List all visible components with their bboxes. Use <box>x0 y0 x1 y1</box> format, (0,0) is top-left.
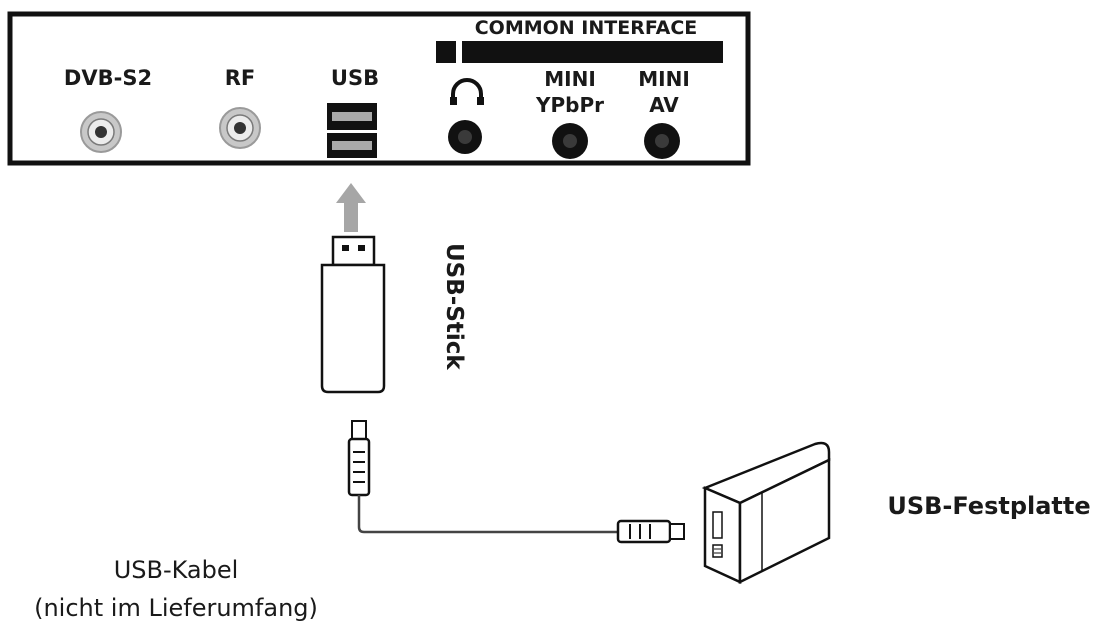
common-interface-label: COMMON INTERFACE <box>475 17 698 39</box>
dvb-s2-port <box>80 111 122 153</box>
headphone-icon <box>450 78 484 105</box>
dvb-s2-label: DVB-S2 <box>64 66 152 90</box>
mini-av-label-line2: AV <box>649 93 679 117</box>
usb-stick-label: USB-Stick <box>441 243 467 370</box>
ci-slot-marker <box>436 41 456 63</box>
mini-ypbpr-label-line1: MINI <box>544 67 596 91</box>
mini-ypbpr-jack <box>552 123 588 159</box>
rf-label: RF <box>225 66 256 90</box>
mini-av-label-line1: MINI <box>638 67 690 91</box>
usb-cable-label-line1: USB-Kabel <box>114 556 239 584</box>
usb-stick-illustration <box>320 235 386 394</box>
tv-rear-panel <box>7 11 751 166</box>
usb-hdd-label: USB-Festplatte <box>887 492 1090 520</box>
usb-port-label: USB <box>331 66 379 90</box>
usb-cable-illustration <box>347 420 685 544</box>
mini-ypbpr-label-line2: YPbPr <box>535 93 604 117</box>
usb-port <box>327 103 377 158</box>
mini-av-jack <box>644 123 680 159</box>
insert-arrow-icon <box>336 183 366 232</box>
usb-cable-label-line2: (nicht im Lieferumfang) <box>34 594 318 622</box>
ci-slot <box>462 41 723 63</box>
rf-port <box>219 107 261 149</box>
usb-hdd-illustration <box>701 441 831 585</box>
headphone-jack <box>448 120 482 154</box>
